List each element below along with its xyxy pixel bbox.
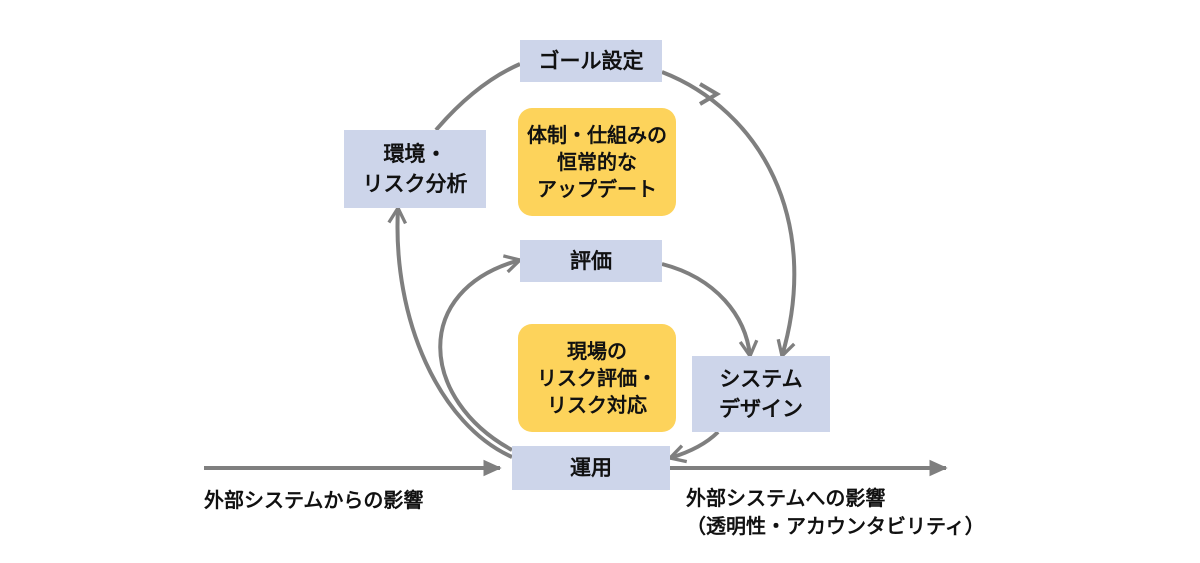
arrow-env-to-goal bbox=[434, 62, 521, 132]
arrow-goal-to-system-chevron bbox=[698, 82, 721, 106]
arrow-eval-to-system bbox=[661, 262, 750, 356]
external-output-label: 外部システムへの影響 （透明性・アカウンタビリティ） bbox=[686, 486, 985, 538]
arrow-system-to-ops bbox=[670, 430, 720, 458]
arrow-goal-to-system bbox=[661, 70, 797, 356]
external-input-label: 外部システムからの影響 bbox=[204, 488, 424, 512]
arrow-ops-to-eval bbox=[438, 260, 520, 452]
callout-field-risk-response: 現場の リスク評価・ リスク対応 bbox=[518, 324, 676, 432]
arrow-ops-to-env bbox=[397, 208, 513, 459]
callout-system-update: 体制・仕組みの 恒常的な アップデート bbox=[518, 108, 676, 216]
node-goal-setting: ゴール設定 bbox=[520, 40, 662, 82]
node-operations: 運用 bbox=[512, 446, 670, 490]
node-environment-risk-analysis: 環境・ リスク分析 bbox=[344, 130, 486, 208]
node-system-design: システム デザイン bbox=[692, 356, 830, 432]
node-evaluation: 評価 bbox=[520, 240, 662, 282]
